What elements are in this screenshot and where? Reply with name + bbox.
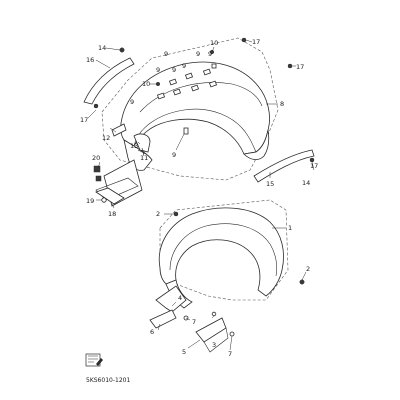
bracket-screw-19 <box>101 197 107 203</box>
callout-3: 3 <box>212 341 216 349</box>
rear-fender-side-skirt <box>243 129 270 160</box>
callout-2-right: 2 <box>306 265 310 273</box>
bracket-grommet-20 <box>93 165 101 173</box>
callout-2-top: 2 <box>156 210 160 218</box>
front-fender-inner-line <box>169 223 278 277</box>
rear-fender-holes <box>156 63 218 135</box>
callout-16: 16 <box>86 56 94 64</box>
callout-17-right: 17 <box>296 63 304 71</box>
callout-14-right: 14 <box>302 179 310 187</box>
drawing-code: 5KS6010-1201 <box>86 377 130 384</box>
fender-stay-5-lip <box>203 327 229 353</box>
callout-17-bottom: 17 <box>310 162 318 170</box>
rear-fender-lip <box>133 108 257 153</box>
inner-bracket-13 <box>133 133 151 153</box>
leader-lines <box>87 39 315 351</box>
left-fender-rail <box>83 57 135 105</box>
callout-labels: 14 10 17 16 9 9 9 9 10 17 9 9 9 8 17 12 … <box>80 38 318 358</box>
manual-reference-icon <box>85 353 103 367</box>
callout-14-top: 14 <box>98 44 106 52</box>
callout-12: 12 <box>102 134 110 142</box>
inner-bracket-12 <box>111 123 127 137</box>
callout-17-top: 17 <box>252 38 260 46</box>
rail-bolt-17-left <box>93 103 99 109</box>
license-bracket-lower <box>95 187 125 205</box>
front-fender-group <box>149 199 305 353</box>
callout-9-h: 9 <box>172 151 176 159</box>
front-fender-shell <box>158 207 284 297</box>
callout-9-e: 9 <box>172 66 176 74</box>
callout-18: 18 <box>108 210 116 218</box>
callout-9-c: 9 <box>208 50 212 58</box>
callout-9-b: 9 <box>196 50 200 58</box>
callout-13: 13 <box>130 142 138 150</box>
bracket-grommet-20b <box>95 175 102 182</box>
inner-bracket-11 <box>137 147 147 157</box>
fender-stay-6 <box>149 309 177 329</box>
callout-15: 15 <box>266 180 274 188</box>
stay-nut-3 <box>211 311 217 317</box>
callout-9-f: 9 <box>182 62 186 70</box>
right-fender-rail <box>253 149 315 183</box>
callout-17-left: 17 <box>80 116 88 124</box>
callout-1: 1 <box>288 224 292 232</box>
callout-8: 8 <box>280 100 284 108</box>
rail-bolt-14-top <box>119 47 125 53</box>
bolt-2-right <box>299 279 305 285</box>
callout-10-left: 10 <box>142 80 150 88</box>
callout-6: 6 <box>150 328 154 336</box>
bolt-17-top <box>241 37 247 43</box>
fender-stay-5 <box>195 317 227 343</box>
callout-9-d: 9 <box>156 66 160 74</box>
callout-20: 20 <box>92 154 100 162</box>
stay-bolt-7b <box>229 331 235 337</box>
callout-9-g: 9 <box>130 98 134 106</box>
callout-19: 19 <box>86 197 94 205</box>
callout-9-a: 9 <box>164 50 168 58</box>
rear-fender-group <box>83 37 315 183</box>
callout-11: 11 <box>140 154 148 162</box>
callout-4: 4 <box>178 294 182 302</box>
callout-7-b: 7 <box>228 350 232 358</box>
callout-10-top: 10 <box>210 39 218 47</box>
fender-stay-4 <box>155 285 187 313</box>
callout-5: 5 <box>182 348 186 356</box>
bolt-2-top <box>173 211 179 217</box>
bolt-17-right <box>287 63 293 69</box>
license-bracket-group <box>93 159 143 207</box>
callout-7-a: 7 <box>192 318 196 326</box>
